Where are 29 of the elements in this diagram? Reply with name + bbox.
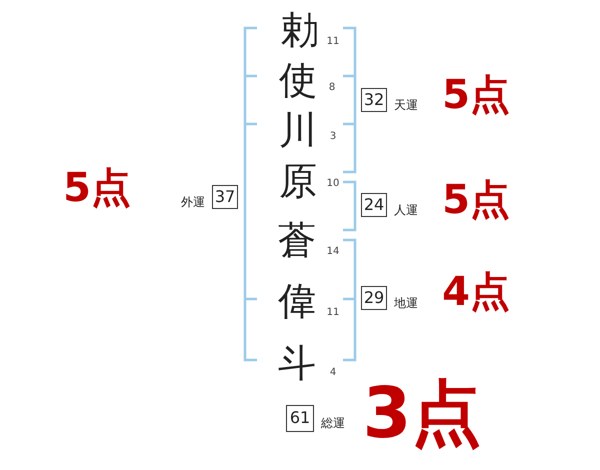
fortune-label: 人運 (394, 204, 418, 216)
name-character: 使 (279, 61, 317, 99)
name-character: 原 (279, 162, 317, 200)
stroke-count: 10 (326, 179, 340, 189)
score: 5点 (442, 75, 510, 115)
name-character: 川 (279, 111, 317, 149)
name-character: 蒼 (278, 221, 316, 259)
score: 4点 (442, 272, 510, 312)
fortune-label: 総運 (321, 417, 345, 429)
total-score: 3点 (362, 378, 482, 448)
score: 5点 (63, 168, 131, 208)
stroke-count: 14 (326, 247, 340, 257)
fortune-label: 地運 (394, 297, 418, 309)
number-box: 24 (361, 193, 387, 217)
number-box: 61 (286, 404, 314, 432)
stroke-count: 8 (328, 83, 336, 93)
stroke-count: 3 (330, 132, 336, 142)
score: 5点 (442, 180, 510, 220)
name-character: 斗 (278, 344, 316, 382)
fortune-label: 天運 (394, 99, 418, 111)
number-box: 37 (212, 185, 238, 209)
number-box: 32 (361, 88, 387, 112)
name-character: 勅 (281, 11, 319, 49)
number-box: 29 (361, 286, 387, 310)
stroke-count: 4 (330, 368, 336, 378)
fortune-label: 外運 (181, 196, 205, 208)
name-character: 偉 (278, 282, 316, 320)
stroke-count: 11 (326, 308, 340, 318)
stroke-count: 11 (326, 37, 340, 47)
